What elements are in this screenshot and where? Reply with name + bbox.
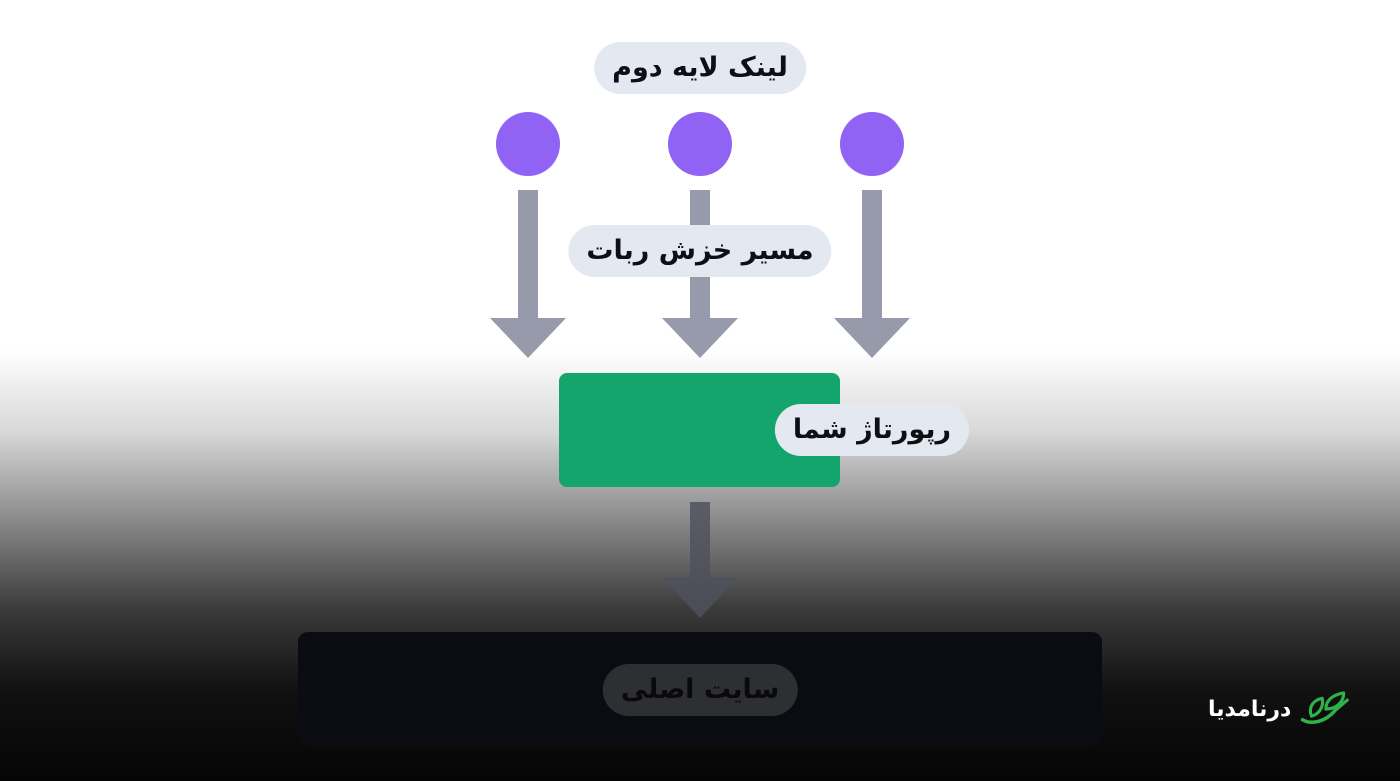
- brand-logo: درنامدیا: [1208, 684, 1353, 734]
- main-site-label: سایت اصلی: [602, 664, 798, 716]
- logo-text: درنامدیا: [1208, 696, 1292, 722]
- arrow-right: [834, 190, 910, 358]
- crawl-path-label: مسیر خزش ربات: [568, 225, 832, 277]
- arrow-left: [490, 190, 566, 358]
- link-node-left: [496, 112, 560, 176]
- link-node-center: [668, 112, 732, 176]
- report-label: رپورتاژ شما: [774, 404, 970, 456]
- link-node-right: [840, 112, 904, 176]
- leaf-icon: [1301, 691, 1350, 724]
- arrow-to-main-site: [662, 502, 738, 618]
- second-layer-links-label: لینک لایه دوم: [594, 42, 806, 94]
